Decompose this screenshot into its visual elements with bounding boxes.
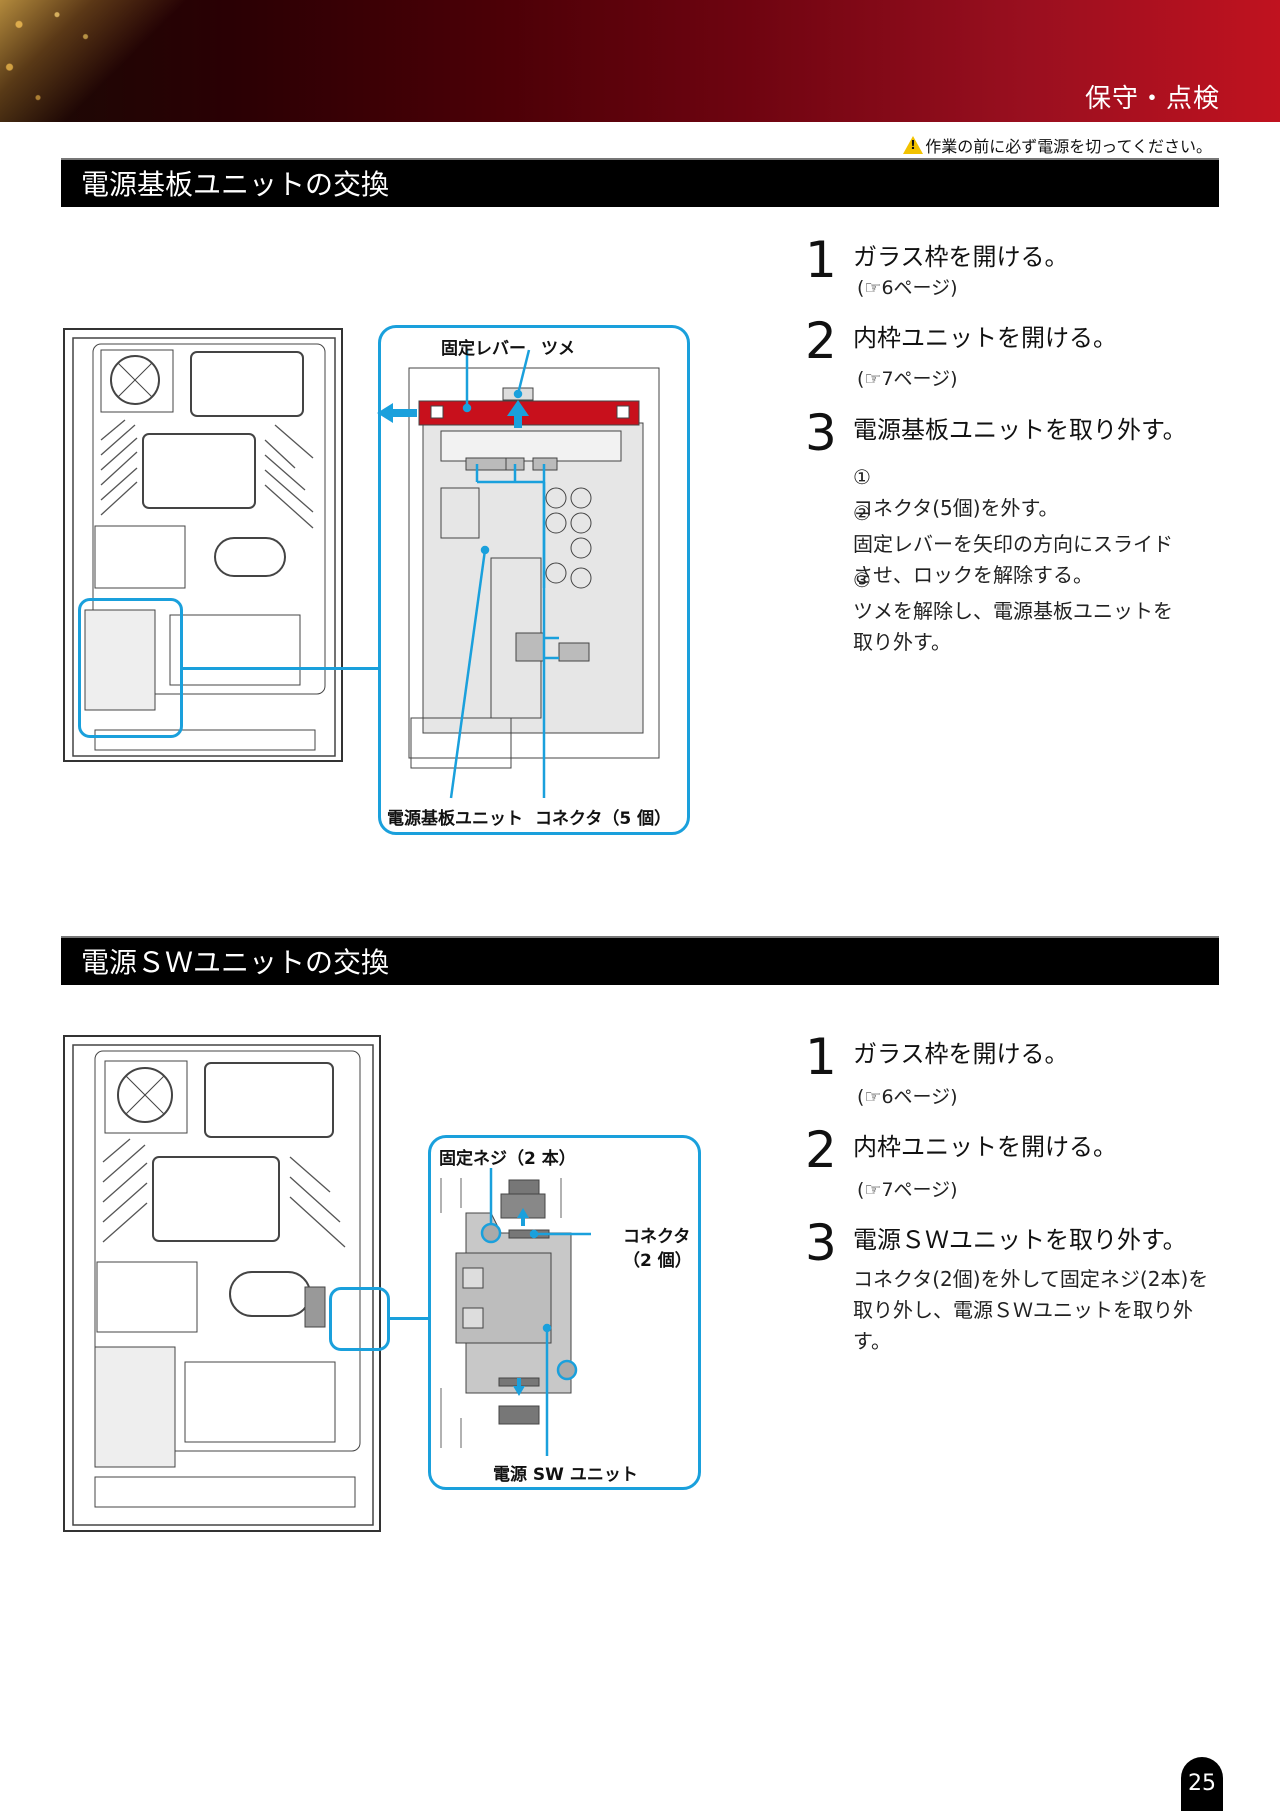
label-connectors-5: コネクタ（5 個） (535, 809, 672, 829)
step-title: 内枠ユニットを開ける。 (853, 1133, 1117, 1161)
machine-linework (72, 337, 336, 757)
label-power-board-unit: 電源基板ユニット (387, 809, 523, 829)
substep-1: ① コネクタ(5個)を外す。 (853, 462, 1183, 524)
power-off-warning: 作業の前に必ず電源を切ってください。 (903, 133, 1212, 157)
step-title: 電源基板ユニットを取り外す。 (853, 416, 1187, 444)
section-title-power-board: 電源基板ユニットの交換 (61, 158, 1219, 207)
step-body: コネクタ(2個)を外して固定ネジ(2本)を取り外し、電源ＳＷユニットを取り外す。 (853, 1267, 1209, 1353)
label-connectors-2-count: （2 個） (623, 1251, 692, 1271)
substep-number: ① (853, 465, 871, 489)
step-number: 1 (805, 231, 837, 289)
substep-2: ② 固定レバーを矢印の方向にスライドさせ、ロックを解除する。 (853, 498, 1183, 591)
step-title: ガラス枠を開ける。 (853, 243, 1069, 271)
step-number: 3 (805, 404, 837, 462)
page-reference-link[interactable]: (☞7ページ) (857, 368, 958, 390)
step-number: 2 (805, 312, 837, 370)
machine-overview-diagram-2 (63, 1035, 381, 1532)
step-number: 1 (805, 1028, 837, 1086)
step-title: ガラス枠を開ける。 (853, 1040, 1069, 1068)
power-switch-detail-drawing (440, 1168, 591, 1456)
label-claw: ツメ (541, 339, 575, 359)
warning-triangle-icon (903, 136, 924, 154)
substep-text: ツメを解除し、電源基板ユニットを取り外す。 (853, 599, 1173, 654)
label-fixing-lever: 固定レバー (441, 339, 526, 359)
step-number: 2 (805, 1121, 837, 1179)
machine-overview-diagram (63, 328, 343, 762)
header-banner (0, 0, 1280, 122)
page-reference-link[interactable]: (☞7ページ) (857, 1179, 958, 1201)
power-board-detail-drawing (377, 349, 660, 799)
step-number: 3 (805, 1214, 837, 1272)
callout-leader-line (390, 1317, 428, 1320)
power-switch-highlight (329, 1287, 390, 1351)
label-power-switch-unit: 電源 SW ユニット (493, 1465, 638, 1485)
substep-text: コネクタ(5個)を外す。 (853, 496, 1059, 520)
substep-3: ③ ツメを解除し、電源基板ユニットを取り外す。 (853, 565, 1183, 658)
step-title: 内枠ユニットを開ける。 (853, 324, 1117, 352)
warning-text: 作業の前に必ず電源を切ってください。 (925, 137, 1212, 156)
page-reference-link[interactable]: (☞6ページ) (857, 277, 958, 299)
power-board-detail-callout: 固定レバー ツメ 電源基板ユニット コネクタ（5 個） (377, 325, 690, 835)
gold-sparkle-decoration (0, 0, 190, 122)
substep-text: 固定レバーを矢印の方向にスライドさせ、ロックを解除する。 (853, 532, 1173, 587)
substep-number: ③ (853, 568, 871, 592)
section-title-power-switch: 電源ＳＷユニットの交換 (61, 936, 1219, 985)
page-number: 25 (1181, 1757, 1223, 1811)
callout-leader-line (183, 667, 378, 670)
page-reference-link[interactable]: (☞6ページ) (857, 1086, 958, 1108)
machine-linework (72, 1044, 374, 1526)
substep-number: ② (853, 501, 871, 525)
power-switch-detail-callout: 固定ネジ（2 本） コネクタ （2 個） 電源 SW ユニット (428, 1135, 701, 1490)
label-connectors-2: コネクタ (623, 1227, 691, 1247)
chapter-title: 保守・点検 (1084, 84, 1220, 114)
step-title: 電源ＳＷユニットを取り外す。 (853, 1226, 1187, 1254)
power-board-highlight (78, 598, 183, 738)
label-fixing-screws: 固定ネジ（2 本） (439, 1149, 576, 1169)
